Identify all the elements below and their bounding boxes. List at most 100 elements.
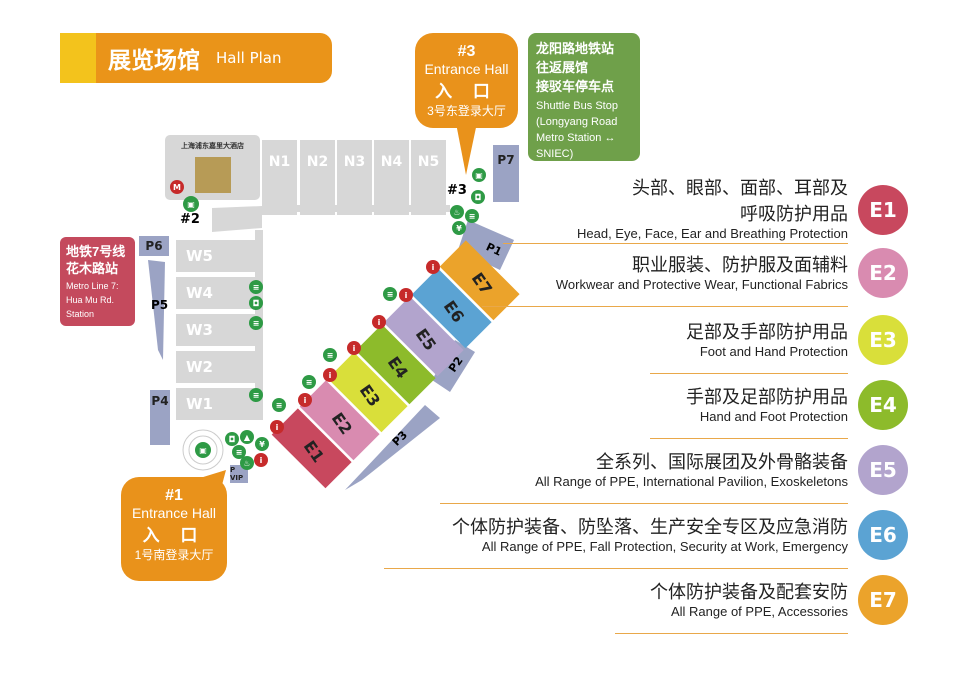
- hall-N5[interactable]: N5: [411, 140, 446, 215]
- taxi-icon: ▣: [472, 168, 486, 182]
- legend-badge-E2: E2: [858, 248, 908, 298]
- legend-badge-E7: E7: [858, 575, 908, 625]
- legend-badge-E6: E6: [858, 510, 908, 560]
- hall-E6-shape: [411, 268, 492, 349]
- hall-E4[interactable]: E4: [355, 324, 436, 405]
- P6[interactable]: P6: [139, 236, 169, 256]
- legend-badge-E1: E1: [858, 185, 908, 235]
- entrance1-sub: 1号南登录大厅: [134, 548, 214, 562]
- legend-en: Hand and Foot Protection: [699, 409, 848, 424]
- building-icon: [194, 157, 231, 193]
- legend-en: All Range of PPE, International Pavilion…: [535, 474, 848, 489]
- hall-E5[interactable]: E5: [383, 296, 464, 377]
- hall-E3-shape: [327, 352, 408, 433]
- service-icon: ▲: [240, 430, 254, 444]
- page-title: 展览场馆 Hall Plan: [60, 33, 332, 83]
- entrance1-cn: 入 口: [142, 526, 206, 545]
- restaurant-icon: ≡: [232, 445, 246, 459]
- entrance3-num: #3: [457, 43, 476, 60]
- legend-divider: [482, 306, 848, 307]
- hall-E1[interactable]: E1: [271, 408, 352, 489]
- entrance1-bubble[interactable]: #1 Entrance Hall 入 口 1号南登录大厅: [121, 477, 227, 581]
- legend-divider: [650, 373, 848, 374]
- P5-label: P5: [151, 298, 169, 312]
- title-accent: [60, 33, 96, 83]
- hall-E5-shape: [383, 296, 464, 377]
- entrance3-pointer: [455, 118, 478, 175]
- shuttle-cn-3: 接驳车停车点: [536, 79, 615, 94]
- metro-en-1: Metro Line 7:: [66, 281, 119, 291]
- metro-en-3: Station: [66, 309, 95, 319]
- cafe-icon: ◘: [471, 190, 485, 204]
- hall-N2[interactable]: N2: [300, 140, 335, 215]
- legend-badge-E5: E5: [858, 445, 908, 495]
- hall-W1[interactable]: W1: [176, 388, 262, 420]
- hall-E2[interactable]: E2: [299, 380, 380, 461]
- legend-en: All Range of PPE, Accessories: [670, 604, 848, 619]
- legend-en: Workwear and Protective Wear, Functional…: [555, 277, 848, 292]
- entrance1-en: Entrance Hall: [131, 505, 217, 521]
- metro-en-2: Hua Mu Rd.: [66, 295, 115, 305]
- taxi-ring: [182, 429, 224, 471]
- metro-station-box: 地铁7号线 花木路站 Metro Line 7: Hua Mu Rd. Stat…: [60, 237, 135, 326]
- info-icon: i: [399, 288, 413, 302]
- legend-divider: [615, 633, 848, 634]
- legend-item-E4: 手部及足部防护用品 Hand and Foot Protection: [686, 383, 848, 424]
- cafe-icon: ◘: [249, 296, 263, 310]
- shuttle-en-1: Shuttle Bus Stop: [536, 100, 618, 112]
- hall-E6[interactable]: E6: [411, 268, 492, 349]
- legend-divider: [384, 568, 848, 569]
- restaurant-icon: ≡: [383, 287, 397, 301]
- hall-E1-shape: [271, 408, 352, 489]
- hall-N4[interactable]: N4: [374, 140, 409, 215]
- metro-cn-2: 花木路站: [66, 261, 119, 276]
- legend-divider: [440, 503, 848, 504]
- P3[interactable]: [345, 405, 440, 490]
- shuttle-en-4: SNIEC): [536, 148, 574, 160]
- P1[interactable]: [458, 220, 514, 270]
- hall-W2[interactable]: W2: [176, 351, 262, 383]
- P2[interactable]: [432, 340, 475, 392]
- legend-item-E7: 个体防护装备及配套安防 All Range of PPE, Accessories: [650, 578, 848, 619]
- hall-E3[interactable]: E3: [327, 352, 408, 433]
- taxi-stand-icon: ▣: [195, 442, 211, 458]
- legend-cn: 头部、眼部、面部、耳部及: [632, 178, 848, 198]
- info-icon: i: [372, 315, 386, 329]
- legend-en: Head, Eye, Face, Ear and Breathing Prote…: [577, 226, 848, 241]
- hall-W5[interactable]: W5: [176, 240, 262, 272]
- entrance3-bubble[interactable]: #3 Entrance Hall 入 口 3号东登录大厅: [415, 33, 518, 128]
- hall-W3[interactable]: W3: [176, 314, 262, 346]
- info-icon: i: [347, 341, 361, 355]
- entrance3-cn: 入 口: [435, 82, 498, 101]
- restaurant-icon: ≡: [272, 398, 286, 412]
- info-icon: i: [254, 453, 268, 467]
- restaurant-icon: ≡: [465, 209, 479, 223]
- legend-en: Foot and Hand Protection: [699, 344, 848, 359]
- hall-N3[interactable]: N3: [337, 140, 372, 215]
- legend-cn: 个体防护装备及配套安防: [650, 582, 848, 602]
- restaurant-icon: ≡: [249, 316, 263, 330]
- restaurant-icon: ≡: [302, 375, 316, 389]
- P4[interactable]: P4: [150, 390, 170, 445]
- P7[interactable]: P7: [493, 145, 519, 202]
- shuttle-cn-1: 龙阳路地铁站: [536, 41, 615, 56]
- title-cn: 展览场馆: [108, 48, 200, 74]
- legend-item-E3: 足部及手部防护用品 Foot and Hand Protection: [686, 318, 848, 359]
- walkway: [212, 206, 262, 232]
- lounge-icon: ♨: [450, 205, 464, 219]
- restaurant-icon: ≡: [249, 388, 263, 402]
- hall-E4-shape: [355, 324, 436, 405]
- hall-N1[interactable]: N1: [262, 140, 297, 215]
- hall-W4[interactable]: W4: [176, 277, 262, 309]
- P5-shape[interactable]: [148, 260, 165, 360]
- shuttle-bus-stop-box: 龙阳路地铁站 往返展馆 接驳车停车点 Shuttle Bus Stop (Lon…: [528, 33, 640, 161]
- lounge-icon: ♨: [240, 456, 254, 470]
- hall-E7[interactable]: E7: [439, 240, 520, 321]
- legend-cn: 手部及足部防护用品: [686, 387, 848, 407]
- legend-cn: 足部及手部防护用品: [686, 322, 848, 342]
- legend-badge-E4: E4: [858, 380, 908, 430]
